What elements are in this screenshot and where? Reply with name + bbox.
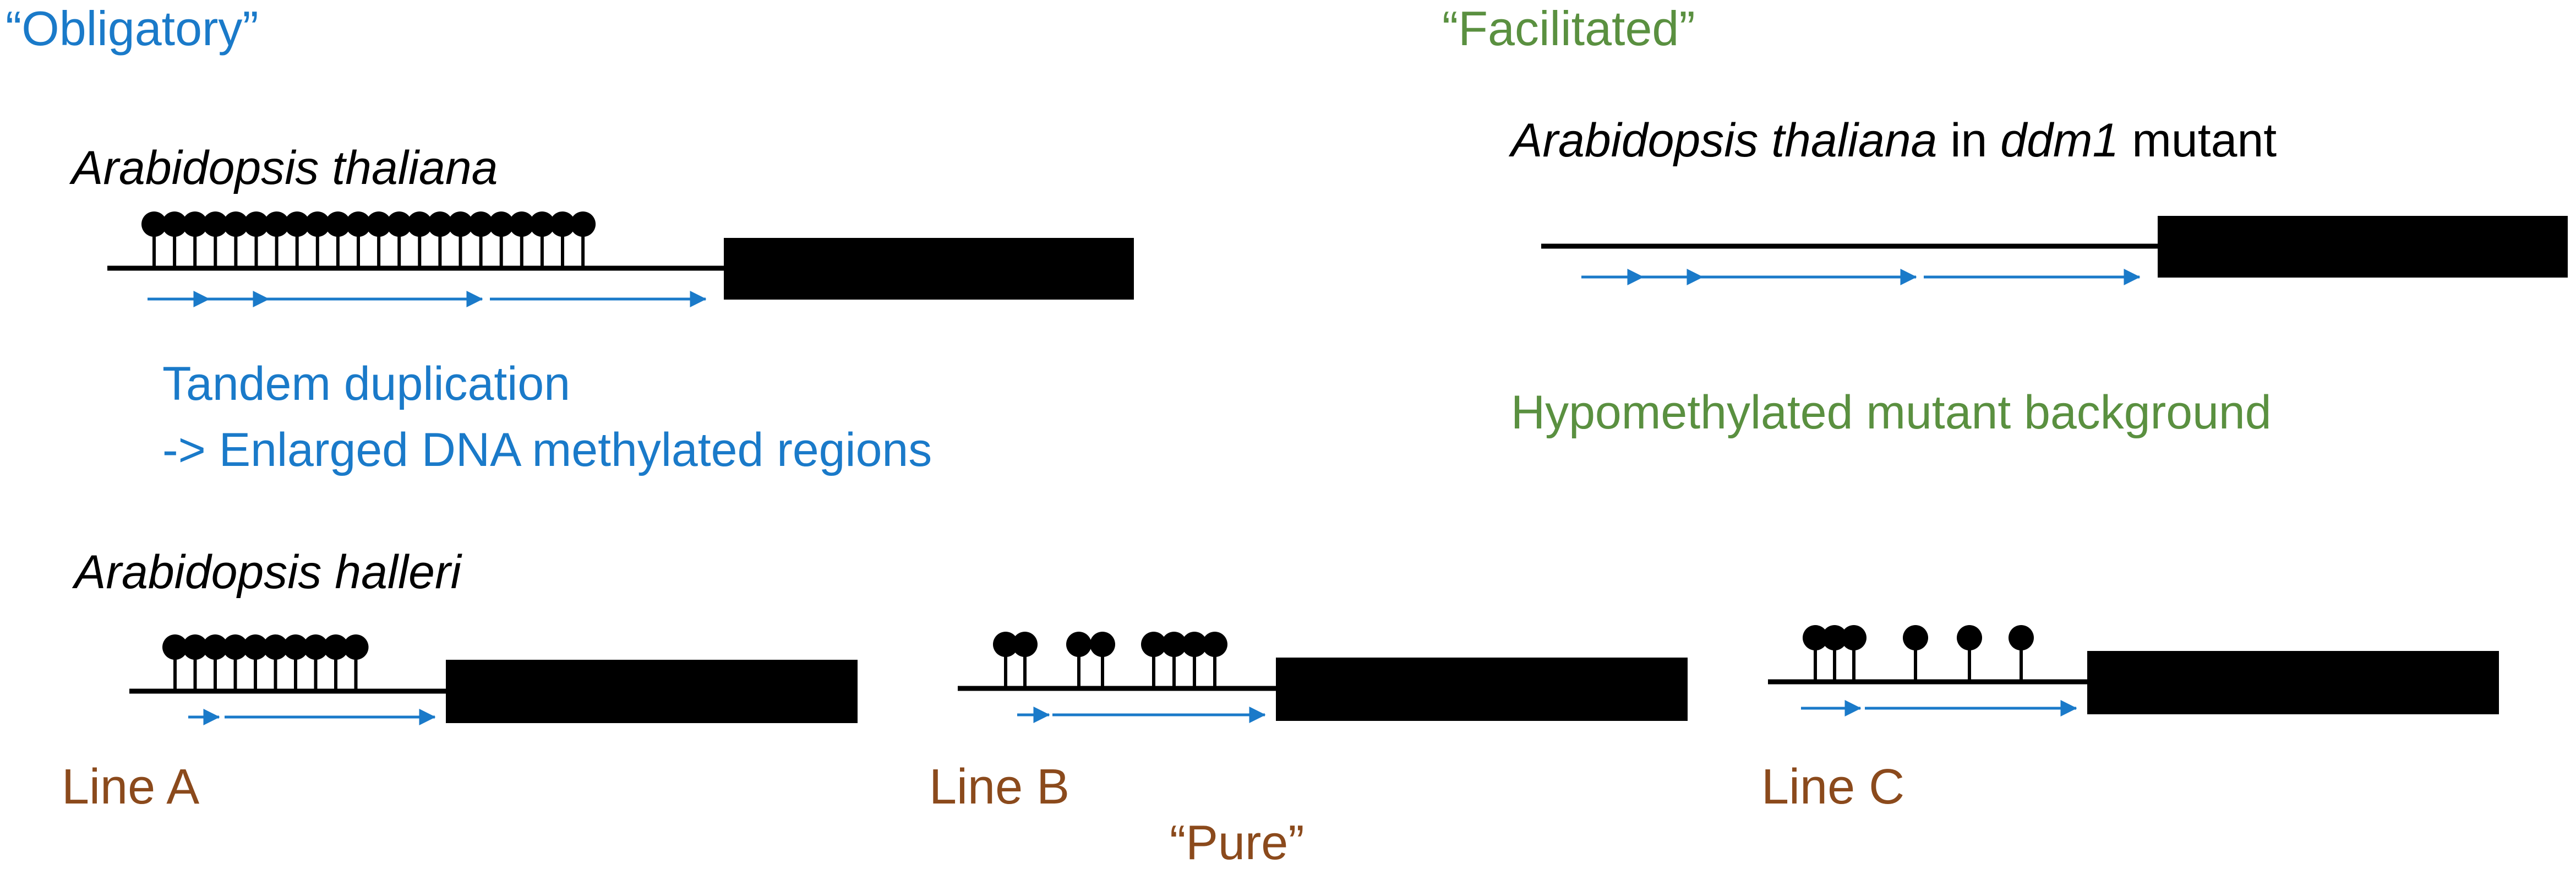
methylation-mark xyxy=(550,211,575,268)
line-label-a: Line A xyxy=(62,759,200,815)
methylation-mark xyxy=(529,211,555,268)
methylation-marks xyxy=(1803,625,2034,682)
methylation-mark xyxy=(283,634,308,691)
line-label-b: Line B xyxy=(929,759,1070,815)
methylation-mark xyxy=(1012,632,1038,688)
methylation-mark xyxy=(223,211,249,268)
methylation-marks xyxy=(993,632,1227,688)
methylation-mark xyxy=(1161,632,1187,688)
methylation-mark xyxy=(509,211,534,268)
methylation-mark xyxy=(1822,625,1847,682)
methylation-mark xyxy=(162,634,188,691)
methylation-mark xyxy=(468,211,494,268)
note-enlarged-methylated-regions: -> Enlarged DNA methylated regions xyxy=(162,424,932,476)
methylation-mark xyxy=(264,211,290,268)
species-name: Arabidopsis thaliana xyxy=(1511,114,1938,167)
methylation-mark xyxy=(427,211,453,268)
methylation-mark xyxy=(1141,632,1166,688)
species-label-thaliana: Arabidopsis thaliana xyxy=(72,142,498,194)
methylation-mark xyxy=(1066,632,1091,688)
gene-body xyxy=(446,660,858,723)
methylation-marks xyxy=(162,634,369,691)
methylation-mark xyxy=(447,211,473,268)
methylation-mark xyxy=(182,211,208,268)
methylation-mark xyxy=(407,211,433,268)
locus-halleri-line-b xyxy=(958,632,1688,723)
gene-body xyxy=(2158,216,2568,278)
locus-thaliana xyxy=(107,211,1134,307)
mutant-gene: ddm1 xyxy=(2000,114,2119,167)
species-connector: in xyxy=(1937,114,2001,167)
mutant-suffix: mutant xyxy=(2119,114,2277,167)
methylation-mark xyxy=(303,634,329,691)
methylation-mark xyxy=(243,211,269,268)
methylation-mark xyxy=(325,211,351,268)
methylation-marks xyxy=(141,211,596,268)
category-pure: “Pure” xyxy=(1170,815,1305,870)
locus-thaliana-ddm1 xyxy=(1541,216,2568,285)
methylation-mark xyxy=(304,211,330,268)
methylation-mark xyxy=(203,211,228,268)
methylation-mark xyxy=(343,634,369,691)
methylation-mark xyxy=(993,632,1018,688)
methylation-mark xyxy=(263,634,288,691)
methylation-mark xyxy=(243,634,268,691)
methylation-mark xyxy=(203,634,228,691)
methylation-mark xyxy=(1182,632,1207,688)
species-label-halleri: Arabidopsis halleri xyxy=(74,546,461,599)
locus-halleri-line-c xyxy=(1768,625,2499,716)
locus-halleri-line-a xyxy=(129,634,858,725)
note-hypomethylated-background: Hypomethylated mutant background xyxy=(1511,386,2272,439)
gene-body xyxy=(1276,658,1688,721)
gene-body xyxy=(2087,651,2499,714)
methylation-mark xyxy=(284,211,310,268)
methylation-mark xyxy=(386,211,412,268)
category-facilitated: “Facilitated” xyxy=(1442,1,1695,56)
methylation-mark xyxy=(1957,625,1982,682)
methylation-mark xyxy=(141,211,167,268)
line-label-c: Line C xyxy=(1761,759,1905,815)
methylation-mark xyxy=(1202,632,1227,688)
category-obligatory: “Obligatory” xyxy=(6,1,259,56)
methylation-mark xyxy=(488,211,514,268)
methylation-mark xyxy=(2009,625,2034,682)
methylation-mark xyxy=(1841,625,1866,682)
methylation-mark xyxy=(1903,625,1928,682)
methylation-mark xyxy=(323,634,348,691)
methylation-mark xyxy=(162,211,188,268)
methylation-mark xyxy=(366,211,392,268)
methylation-mark xyxy=(570,211,596,268)
methylation-mark xyxy=(1803,625,1828,682)
methylation-mark xyxy=(346,211,371,268)
methylation-mark xyxy=(182,634,208,691)
note-tandem-duplication: Tandem duplication xyxy=(162,357,571,410)
methylation-mark xyxy=(1090,632,1115,688)
species-label-thaliana-ddm1: Arabidopsis thaliana in ddm1 mutant xyxy=(1511,117,2277,164)
gene-body xyxy=(724,238,1134,300)
methylation-mark xyxy=(222,634,248,691)
